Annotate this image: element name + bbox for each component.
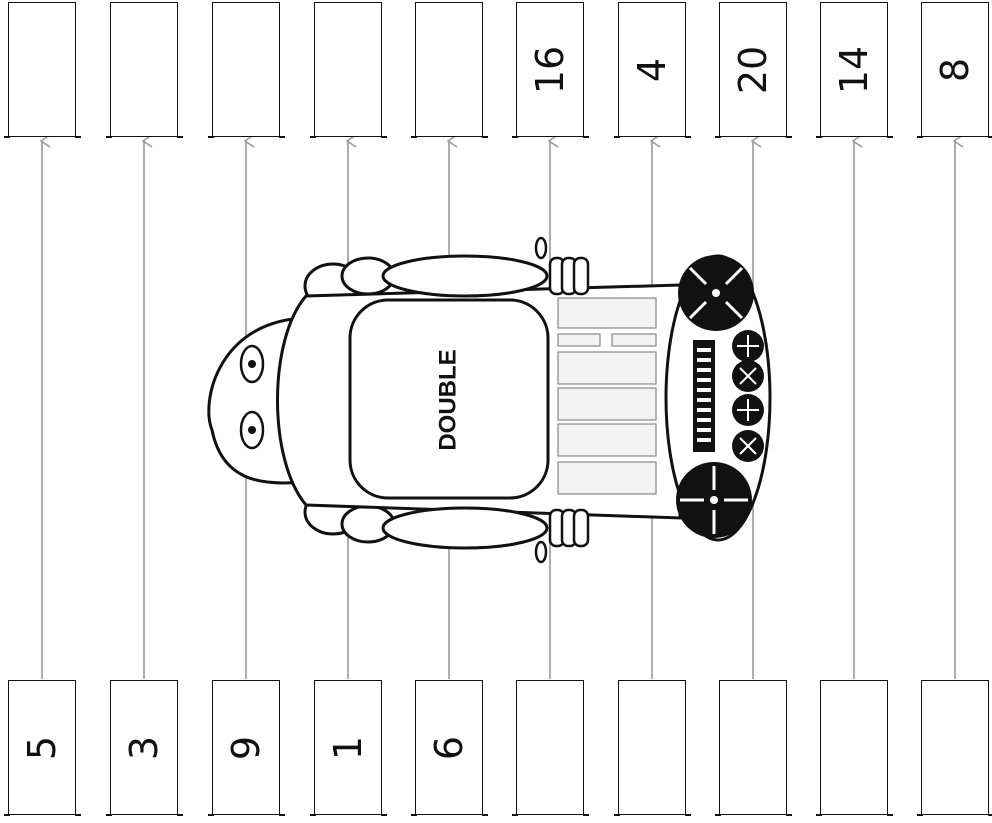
box-tick — [4, 136, 10, 138]
robot-arm-bottom — [383, 508, 547, 548]
box-tick — [988, 814, 992, 816]
output-box-8: 20 — [719, 2, 787, 137]
box-tick — [583, 814, 589, 816]
box-tick — [411, 136, 417, 138]
box-tick — [816, 136, 822, 138]
output-box-3[interactable] — [212, 2, 280, 137]
box-tick — [310, 136, 316, 138]
box-tick — [614, 814, 620, 816]
output-box-2[interactable] — [110, 2, 178, 137]
box-tick — [106, 814, 112, 816]
output-box-6: 16 — [516, 2, 584, 137]
box-tick — [106, 136, 112, 138]
box-tick — [917, 814, 923, 816]
output-box-4[interactable] — [314, 2, 382, 137]
output-box-9: 14 — [820, 2, 888, 137]
input-box-5: 6 — [415, 680, 483, 815]
box-tick — [208, 136, 214, 138]
box-tick — [4, 814, 10, 816]
input-box-9[interactable] — [820, 680, 888, 815]
robot-panels — [558, 298, 656, 494]
input-box-7[interactable] — [618, 680, 686, 815]
input-box-4: 1 — [314, 680, 382, 815]
box-tick — [381, 814, 387, 816]
box-tick — [786, 814, 792, 816]
output-value: 14 — [835, 45, 873, 93]
robot-wheel-bottom — [676, 462, 752, 538]
output-value: 4 — [633, 57, 671, 81]
input-box-3: 9 — [212, 680, 280, 815]
output-value: 8 — [936, 57, 974, 81]
box-tick — [208, 814, 214, 816]
input-box-6[interactable] — [516, 680, 584, 815]
box-tick — [512, 814, 518, 816]
input-value: 1 — [329, 735, 367, 759]
output-value: 16 — [531, 45, 569, 93]
input-value: 9 — [227, 735, 265, 759]
box-tick — [482, 814, 488, 816]
box-tick — [75, 136, 81, 138]
box-tick — [917, 136, 923, 138]
box-tick — [786, 136, 792, 138]
box-tick — [887, 136, 893, 138]
box-tick — [75, 814, 81, 816]
box-tick — [715, 814, 721, 816]
output-value: 20 — [734, 45, 772, 93]
input-box-2: 3 — [110, 680, 178, 815]
box-tick — [816, 814, 822, 816]
input-box-10[interactable] — [921, 680, 989, 815]
box-tick — [177, 136, 183, 138]
box-tick — [279, 136, 285, 138]
box-tick — [887, 814, 893, 816]
box-tick — [685, 814, 691, 816]
input-value: 3 — [125, 735, 163, 759]
box-tick — [685, 136, 691, 138]
box-tick — [512, 136, 518, 138]
box-tick — [988, 136, 992, 138]
robot-arm-top — [383, 256, 547, 296]
robot-label: DOUBLE — [434, 349, 461, 450]
input-box-1: 5 — [8, 680, 76, 815]
output-box-10: 8 — [921, 2, 989, 137]
box-tick — [279, 814, 285, 816]
box-tick — [482, 136, 488, 138]
box-tick — [583, 136, 589, 138]
box-tick — [715, 136, 721, 138]
box-tick — [381, 136, 387, 138]
output-box-1[interactable] — [8, 2, 76, 137]
input-box-8[interactable] — [719, 680, 787, 815]
output-box-5[interactable] — [415, 2, 483, 137]
box-tick — [411, 814, 417, 816]
input-value: 5 — [23, 735, 61, 759]
box-tick — [310, 814, 316, 816]
box-tick — [177, 814, 183, 816]
input-value: 6 — [430, 735, 468, 759]
output-box-7: 4 — [618, 2, 686, 137]
box-tick — [614, 136, 620, 138]
robot-wheel-top — [678, 255, 754, 331]
